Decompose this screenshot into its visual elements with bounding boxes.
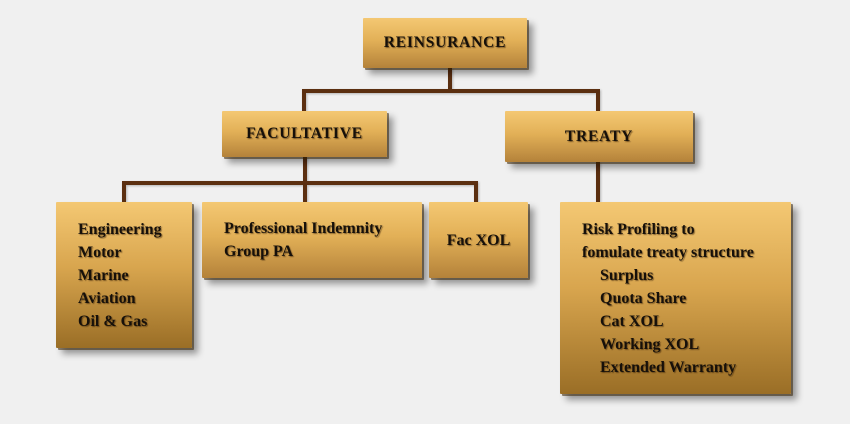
class-item: Oil & Gas (78, 312, 148, 330)
node-facultative-label: FACULTATIVE (246, 125, 363, 142)
connector-professional-indemnity-up (303, 185, 307, 202)
connector-treaty-up (596, 93, 600, 111)
treaty-type-item: Surplus (600, 266, 654, 284)
connector-treaty-down (596, 162, 600, 202)
risk-line: fomulate treaty structure (582, 243, 754, 261)
class-item: Aviation (78, 289, 136, 307)
connector-engineering-up (122, 185, 126, 202)
connector-facultative-up (302, 93, 306, 111)
connector-root-down (448, 68, 452, 89)
class-item: Marine (78, 266, 129, 284)
class-item: Engineering (78, 220, 162, 238)
node-professional-indemnity: Professional Indemnity Group PA (202, 202, 422, 278)
treaty-type-item: Working XOL (600, 335, 700, 353)
node-facultative: FACULTATIVE (222, 111, 387, 157)
class-item: Professional Indemnity (224, 220, 383, 237)
class-item: Motor (78, 243, 122, 261)
node-treaty: TREATY (505, 111, 693, 162)
class-item: Fac XOL (446, 231, 511, 249)
connector-facultative-down (303, 157, 307, 181)
node-facultative-classes: Engineering Motor Marine Aviation Oil & … (56, 202, 192, 348)
connector-level2-horizontal (122, 181, 478, 185)
node-reinsurance: REINSURANCE (363, 18, 527, 68)
class-item: Group PA (224, 243, 294, 260)
node-reinsurance-label: REINSURANCE (383, 34, 507, 51)
node-treaty-label: TREATY (564, 127, 634, 145)
node-fac-xol: Fac XOL (429, 202, 528, 278)
treaty-type-item: Cat XOL (600, 312, 664, 330)
risk-line: Risk Profiling to (582, 220, 695, 238)
connector-level1-horizontal (302, 89, 600, 93)
node-risk-profiling: Risk Profiling to fomulate treaty struct… (560, 202, 791, 394)
connector-fac-xol-up (474, 185, 478, 202)
treaty-type-item: Quota Share (600, 289, 687, 307)
treaty-type-item: Extended Warranty (600, 358, 737, 376)
